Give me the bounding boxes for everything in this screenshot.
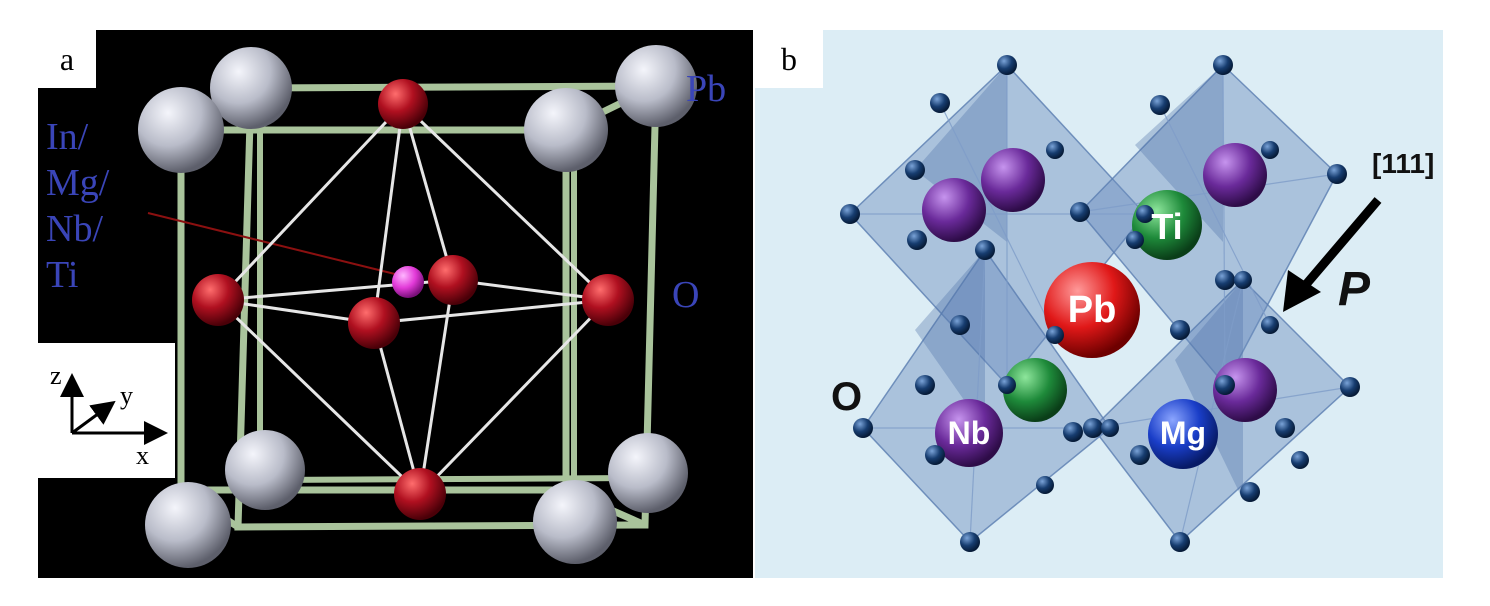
polarization-label: P: [1338, 263, 1371, 316]
pb-atom: [210, 47, 292, 129]
nb-atom: [981, 148, 1045, 212]
o-atom: [192, 274, 244, 326]
octahedron-edges: [216, 102, 610, 496]
octahedra-edges: [850, 64, 1351, 543]
label-pb: Pb: [686, 68, 727, 110]
mg-atom: [1148, 399, 1218, 469]
nb-atom: [1203, 143, 1267, 207]
octahedra-shading: [915, 65, 1243, 500]
nb-atom: [922, 178, 986, 242]
o-atom: [394, 468, 446, 520]
label-b-site-ti: Ti: [46, 254, 79, 296]
label-b-site-in: In/: [46, 116, 89, 158]
o-atom: [348, 297, 400, 349]
pb-atom: [138, 87, 224, 173]
pb-atom: [615, 45, 697, 127]
pointer-line: [147, 212, 404, 277]
o-atom: [428, 255, 478, 305]
axes-inset: z y x: [38, 343, 175, 478]
panel-a-crystal-structure: [138, 45, 697, 568]
panel-b-perovskite-octahedra: [840, 55, 1382, 552]
pb-atom: [524, 88, 608, 172]
polarization-arrow-head: [1283, 270, 1321, 312]
nb-atom: [935, 399, 1003, 467]
axis-x-label: x: [136, 441, 149, 470]
label-b-site-mg: Mg/: [46, 162, 110, 204]
label-mg: Mg: [1159, 415, 1207, 451]
label-ti: Ti: [1151, 206, 1183, 247]
polarization-arrow-shaft: [1299, 197, 1382, 291]
axes-arrows: [60, 373, 168, 445]
label-o: O: [672, 274, 700, 316]
panel-b: b Ti Pb Nb Mg O [111] P: [755, 30, 1443, 578]
b-site-atom: [392, 266, 424, 298]
panel-b-letter: b: [755, 30, 823, 88]
pb-atom: [145, 482, 231, 568]
pb-atom: [533, 480, 617, 564]
pb-atom: [1044, 262, 1140, 358]
axis-y-label: y: [120, 381, 133, 410]
o-atoms: [840, 55, 1360, 552]
nb-atom: [1213, 358, 1277, 422]
axis-z-label: z: [50, 361, 62, 390]
label-o: O: [831, 375, 863, 419]
o-atom: [582, 274, 634, 326]
pb-atom: [225, 430, 305, 510]
label-b-site-nb: Nb/: [46, 208, 103, 250]
label-pb: Pb: [1067, 289, 1117, 331]
label-nb: Nb: [947, 415, 991, 451]
o-atom: [378, 79, 428, 129]
panel-a-letter: a: [38, 30, 96, 88]
direction-label: [111]: [1372, 148, 1435, 179]
pb-atom: [608, 433, 688, 513]
panel-a: a Pb O In/ Mg/ Nb/ Ti z y x: [38, 30, 753, 578]
ti-atom: [1003, 358, 1067, 422]
cube-frame-inner: [257, 130, 639, 500]
